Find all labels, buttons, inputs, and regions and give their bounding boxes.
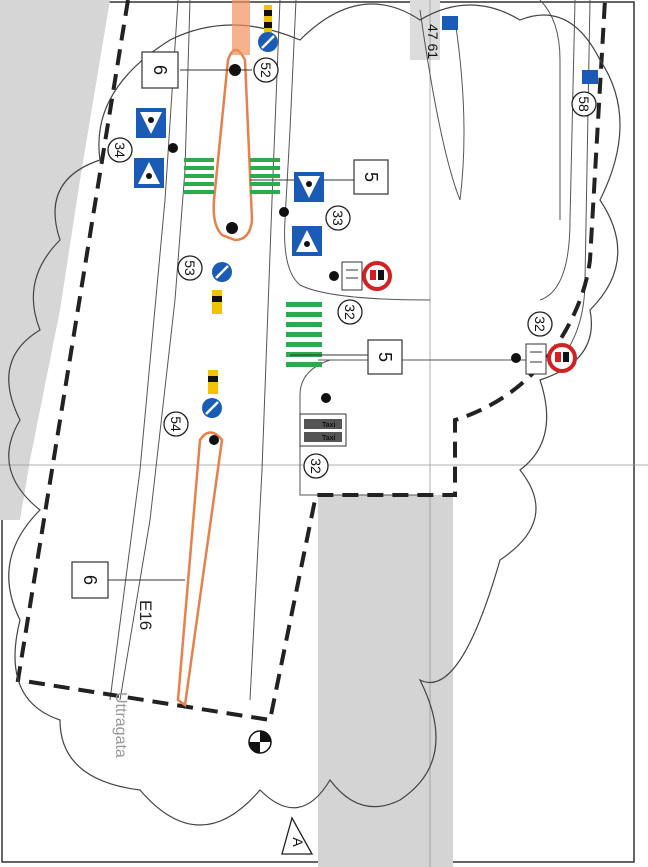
crosswalk-a [184, 158, 214, 194]
sign-number-32-c: 32 [527, 311, 553, 337]
pedestrian-sign-34a [136, 108, 166, 138]
coverage-cloud [8, 3, 621, 826]
no-overtaking-sign-a [362, 261, 392, 291]
info-plate-b [525, 343, 547, 375]
road-edges [109, 0, 591, 701]
sign-number-58: 58 [571, 91, 597, 117]
pedestrian-sign-33a [294, 172, 324, 202]
pedestrian-sign-33b [292, 226, 322, 256]
svg-text:Taxi: Taxi [322, 422, 336, 429]
sign-number-32-b: 32 [303, 453, 329, 479]
view-marker: A [281, 816, 314, 855]
svg-text:32: 32 [342, 304, 358, 320]
svg-text:34: 34 [112, 142, 128, 158]
svg-text:54: 54 [168, 416, 184, 432]
keep-right-sign-53 [212, 262, 232, 282]
marking-box-6-south: 6 [71, 561, 109, 599]
svg-text:6: 6 [80, 575, 100, 585]
sign-number-34: 34 [107, 137, 133, 163]
svg-text:58: 58 [576, 96, 592, 112]
edge-sign-marks [442, 16, 598, 84]
svg-text:53: 53 [182, 260, 198, 276]
keep-right-sign-52 [258, 32, 278, 52]
road-name-label: E16 [136, 600, 155, 630]
buildings [0, 0, 453, 867]
svg-text:32: 32 [308, 458, 324, 474]
island-south [176, 431, 224, 708]
marking-box-6-north: 6 [141, 51, 179, 89]
svg-text:5: 5 [375, 352, 395, 362]
svg-text:5: 5 [361, 172, 381, 182]
svg-text:6: 6 [150, 65, 170, 75]
sign-number-54: 54 [163, 411, 189, 437]
sign-number-32-a: 32 [337, 299, 363, 325]
sign-number-52: 52 [253, 57, 279, 83]
taxi-plate: Taxi Taxi [299, 413, 347, 447]
island-north [212, 48, 254, 242]
svg-text:33: 33 [330, 210, 346, 226]
pedestrian-sign-34b [134, 158, 164, 188]
svg-text:32: 32 [532, 316, 548, 332]
crosswalk-b [250, 158, 280, 194]
street-name-label: Uttragata [112, 692, 129, 758]
sign-number-33: 33 [325, 205, 351, 231]
sign-number-53: 53 [177, 255, 203, 281]
info-plate-a [341, 261, 363, 291]
marking-box-5-south: 5 [367, 339, 403, 375]
svg-text:Taxi: Taxi [322, 435, 336, 442]
no-overtaking-sign-b [547, 343, 577, 373]
viewpoint-icon [248, 730, 272, 754]
marking-box-5-north: 5 [353, 159, 389, 195]
crosswalk-c [286, 302, 322, 367]
keep-right-sign-54 [202, 398, 222, 418]
work-zone-boundary [15, 0, 607, 723]
svg-text:52: 52 [258, 62, 274, 78]
svg-text:A: A [290, 837, 306, 847]
hatched-areas [208, 0, 272, 394]
sign-posts [168, 64, 521, 445]
edge-text: 47 61 [425, 24, 441, 59]
